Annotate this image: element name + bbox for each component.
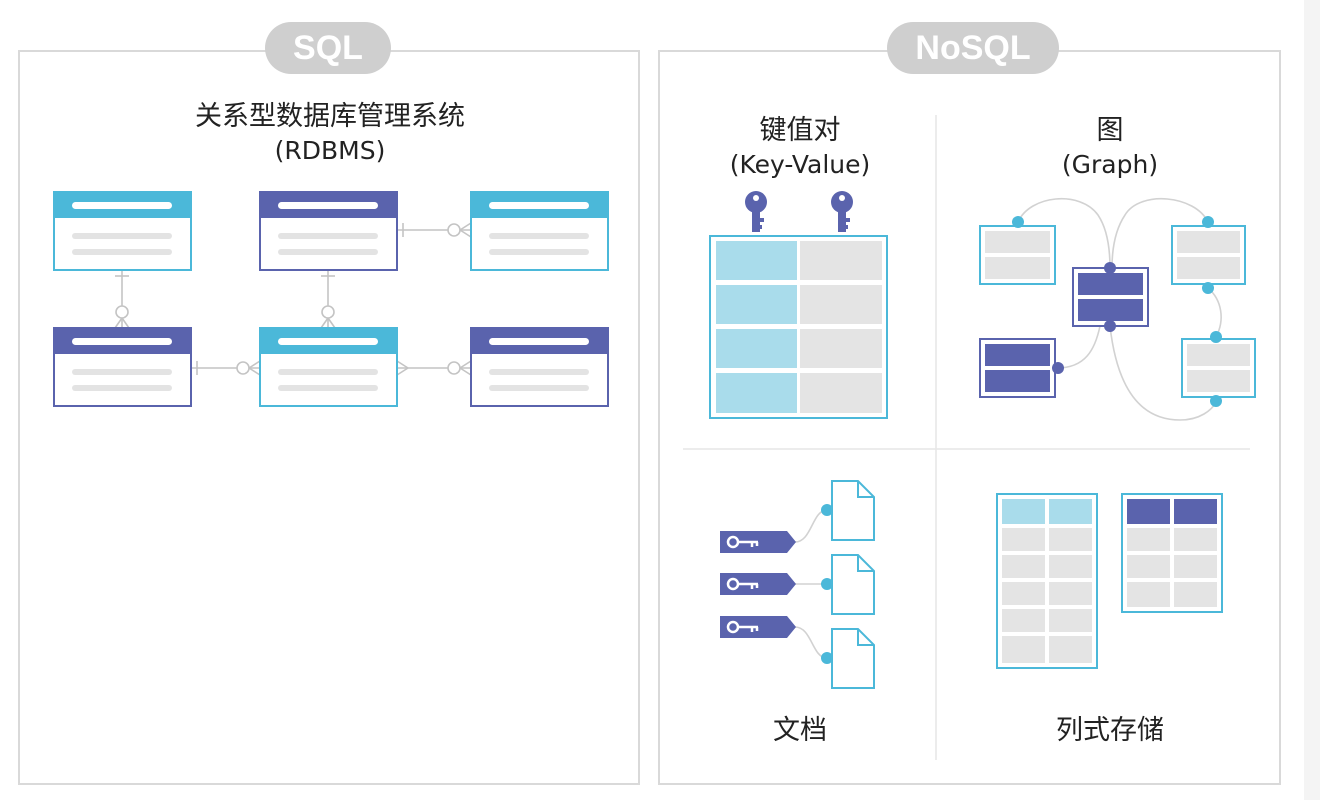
- document-file-1: [821, 480, 875, 541]
- document-title: 文档: [773, 715, 827, 746]
- rdbms-subtitle: (RDBMS): [274, 136, 386, 165]
- document-file-3: [821, 628, 875, 689]
- table-3: [470, 191, 609, 271]
- graph-title: 图: [1096, 115, 1124, 146]
- columnar-title: 列式存储: [1056, 715, 1164, 746]
- relationship-connectors: [114, 222, 472, 376]
- page-edge: [1304, 0, 1320, 800]
- table-2: [259, 191, 398, 271]
- document-key-tag-3: [720, 616, 796, 638]
- graph-subtitle: (Graph): [1061, 150, 1159, 179]
- key-value-title: 键值对: [759, 115, 841, 146]
- key-icon-1: [745, 191, 767, 232]
- key-value-table: [709, 235, 888, 419]
- column-table-2: [1121, 493, 1223, 613]
- key-icon-2: [831, 191, 853, 232]
- graph-label: 图 (Graph): [1010, 114, 1210, 182]
- graph-node-4: [979, 338, 1064, 398]
- table-1: [53, 191, 192, 271]
- key-value-label: 键值对 (Key-Value): [700, 114, 900, 182]
- table-5: [259, 327, 398, 407]
- nosql-panel: [658, 50, 1281, 785]
- sql-badge: SQL: [265, 22, 391, 74]
- document-key-tag-1: [720, 531, 796, 553]
- graph-node-3: [1072, 262, 1149, 332]
- graph-node-1: [979, 216, 1056, 285]
- key-value-subtitle: (Key-Value): [729, 150, 871, 179]
- rdbms-title: 关系型数据库管理系统: [195, 101, 465, 132]
- document-file-2: [821, 554, 875, 615]
- columnar-label: 列式存储: [1010, 714, 1210, 748]
- rdbms-label: 关系型数据库管理系统 (RDBMS): [130, 100, 530, 168]
- column-table-1: [996, 493, 1098, 669]
- table-6: [470, 327, 609, 407]
- table-4: [53, 327, 192, 407]
- sql-panel: [18, 50, 640, 785]
- document-key-tag-2: [720, 573, 796, 595]
- graph-node-2: [1171, 216, 1246, 294]
- graph-node-5: [1181, 331, 1256, 407]
- quadrant-dividers: [683, 115, 1250, 760]
- nosql-badge: NoSQL: [887, 22, 1059, 74]
- document-label: 文档: [700, 714, 900, 748]
